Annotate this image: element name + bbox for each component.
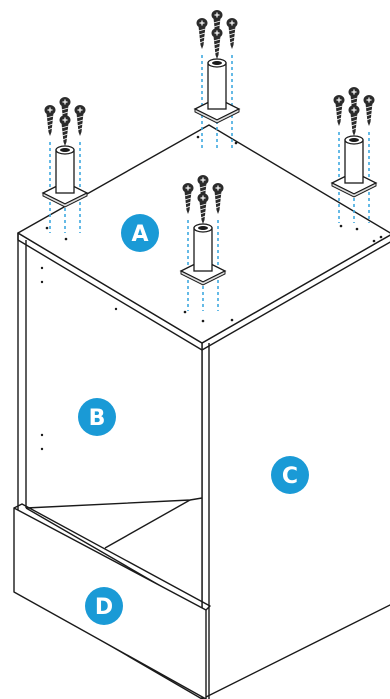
- screw-icon: [226, 18, 238, 49]
- leg-icon: [193, 223, 213, 272]
- screw-icon: [333, 95, 345, 126]
- label-badge-b: B: [78, 398, 116, 436]
- screw-icon: [196, 18, 208, 49]
- panel-holes: [40, 135, 383, 451]
- label-badge-c: C: [271, 456, 309, 494]
- label-badge-a: A: [121, 214, 159, 252]
- label-d-text: D: [95, 595, 113, 620]
- leg-assembly-back-center: [193, 10, 241, 149]
- leg-assembly-right: [330, 87, 378, 223]
- leg-icon: [344, 135, 364, 184]
- leg-assemblies: [41, 10, 378, 311]
- screw-icon: [348, 105, 360, 136]
- label-b-text: B: [89, 406, 106, 431]
- label-c-text: C: [282, 464, 298, 489]
- screw-icon: [74, 105, 86, 136]
- leg-icon: [55, 145, 75, 194]
- screw-icon: [211, 28, 223, 59]
- screw-icon: [212, 183, 224, 214]
- label-a-text: A: [131, 222, 148, 247]
- leg-icon: [207, 58, 227, 110]
- leg-assembly-front: [179, 175, 227, 311]
- screw-icon: [197, 193, 209, 224]
- screw-icon: [59, 115, 71, 146]
- screw-icon: [44, 105, 56, 136]
- leg-assembly-back-left: [41, 97, 89, 233]
- screw-icon: [363, 95, 375, 126]
- screw-icon: [182, 183, 194, 214]
- label-badge-d: D: [85, 587, 123, 625]
